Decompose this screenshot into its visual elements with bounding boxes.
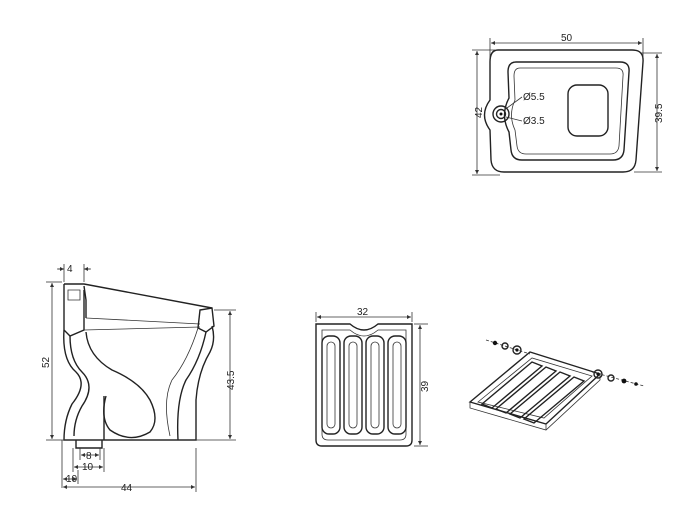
side-rim-top	[64, 283, 213, 309]
seat-slat-4-inner	[392, 341, 402, 429]
hole-outer-label: Ø5.5	[523, 92, 545, 103]
side-back-rim	[63, 284, 85, 337]
top-depth-label: 42	[474, 106, 485, 118]
seat-length-label: 39	[420, 380, 431, 392]
top-inner-depth-label: 39.5	[654, 103, 665, 123]
outlet-width-label: 8	[86, 451, 92, 462]
seat-frame-outer	[315, 323, 413, 447]
hole-inner-label: Ø3.5	[523, 116, 545, 127]
seat-slat-1-inner	[326, 341, 336, 429]
iso-right-bolt-1	[596, 372, 600, 376]
side-front-rim	[197, 307, 215, 333]
side-seat-label: 43.5	[226, 370, 237, 390]
iso-left-washer	[512, 345, 522, 355]
base-offset-label: 10	[66, 474, 78, 485]
side-bowl-front	[176, 331, 207, 441]
overall-length-label: 44	[121, 483, 133, 494]
iso-right-bolt-3	[634, 382, 638, 386]
iso-right-axis	[591, 371, 645, 387]
top-width-label: 50	[561, 33, 573, 44]
side-body-inner	[69, 335, 90, 437]
seat-frame-view: 32 39	[315, 307, 431, 447]
iso-slat-4	[522, 376, 586, 424]
seat-slat-3-inner	[370, 341, 380, 429]
seat-slat-2	[343, 335, 363, 435]
side-seat-line	[85, 317, 201, 325]
top-view-outer-outline	[483, 49, 644, 173]
seat-slat-2-inner	[348, 341, 358, 429]
side-seat-line-2	[83, 326, 201, 331]
side-offset-label: 4	[67, 264, 73, 275]
side-body-outer	[63, 325, 215, 441]
iso-slat-3	[508, 371, 572, 419]
hole-outer-circle	[492, 105, 510, 123]
seat-frame-inner	[321, 329, 407, 441]
seat-slat-3	[365, 335, 385, 435]
isometric-seat	[468, 339, 645, 431]
side-trap-curve	[85, 331, 156, 439]
hole-leader-inner	[505, 116, 523, 122]
iso-left-nut	[501, 342, 509, 350]
top-view-inner-rim	[503, 61, 630, 161]
side-view: 4 52 43.5 8 10 10 44	[41, 264, 237, 494]
seat-width-label: 32	[357, 307, 369, 318]
hole-center	[499, 112, 503, 116]
iso-slat-1	[480, 361, 544, 409]
seat-slat-1	[321, 335, 341, 435]
side-back-rim-inner	[67, 289, 81, 301]
top-view: Ø5.5 Ø3.5 50 42 39.5	[472, 33, 665, 176]
hole-inner-circle	[495, 108, 507, 120]
top-view-bowl-edge	[511, 67, 624, 155]
iso-left-bolt-2	[515, 348, 519, 352]
iso-right-washer	[593, 369, 603, 379]
seat-slat-4	[387, 335, 407, 435]
iso-frame-inner	[477, 357, 593, 419]
outlet-outer-label: 10	[82, 462, 94, 473]
hole-leader-outer	[506, 96, 523, 109]
iso-right-bolt-2	[621, 378, 627, 384]
side-outlet	[75, 440, 103, 449]
iso-slat-2	[494, 366, 558, 414]
iso-right-nut	[607, 374, 615, 382]
top-view-opening	[567, 84, 609, 137]
side-height-label: 52	[41, 356, 52, 368]
side-bowl-inner-front	[166, 327, 199, 437]
iso-left-bolt-1	[492, 340, 498, 346]
